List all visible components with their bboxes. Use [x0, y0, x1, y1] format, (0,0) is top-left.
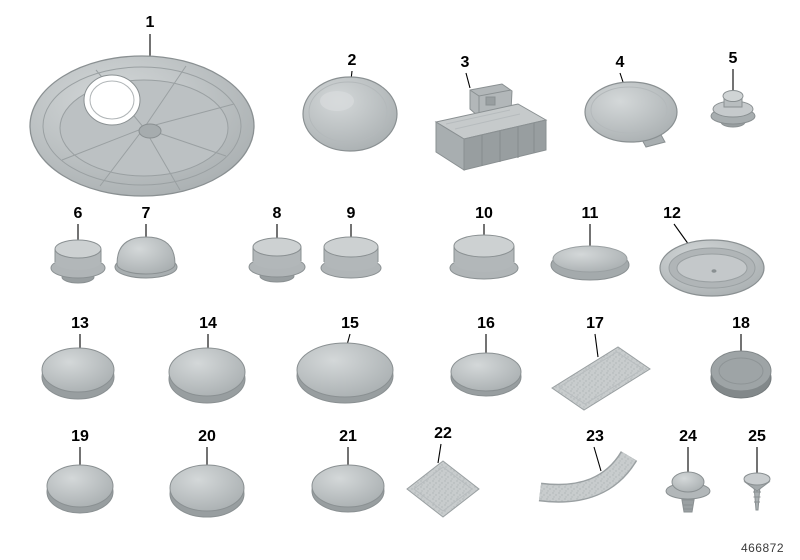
part-callout-5[interactable]: 5	[728, 50, 738, 67]
part-14-graphic[interactable]	[168, 347, 246, 404]
part-callout-14[interactable]: 14	[199, 315, 217, 332]
doc-number: 466872	[740, 541, 784, 555]
part-callout-25[interactable]: 25	[748, 428, 766, 445]
part-21-graphic[interactable]	[311, 464, 385, 513]
part-callout-10[interactable]: 10	[475, 205, 493, 222]
part-20-graphic[interactable]	[169, 464, 245, 518]
part-callout-11[interactable]: 11	[581, 205, 599, 222]
part-callout-16[interactable]: 16	[477, 315, 495, 332]
part-19-graphic[interactable]	[46, 464, 114, 514]
part-callout-23[interactable]: 23	[586, 428, 604, 445]
part-8-graphic[interactable]	[248, 237, 306, 283]
part-callout-1[interactable]: 1	[145, 14, 155, 31]
part-1-graphic[interactable]	[29, 55, 255, 197]
leader-line-3	[465, 72, 471, 89]
part-9-graphic[interactable]	[320, 236, 382, 279]
part-callout-7[interactable]: 7	[141, 205, 151, 222]
part-13-graphic[interactable]	[41, 347, 115, 400]
part-callout-15[interactable]: 15	[341, 315, 359, 332]
part-callout-2[interactable]: 2	[347, 52, 357, 69]
leader-line-23	[593, 446, 602, 472]
part-15-graphic[interactable]	[296, 342, 394, 404]
part-25-graphic[interactable]	[743, 472, 771, 511]
part-callout-21[interactable]: 21	[339, 428, 357, 445]
leader-line-22	[437, 443, 442, 464]
part-23-graphic[interactable]	[538, 450, 638, 503]
part-callout-17[interactable]: 17	[586, 315, 604, 332]
part-callout-18[interactable]: 18	[732, 315, 750, 332]
part-4-graphic[interactable]	[584, 81, 678, 148]
part-callout-24[interactable]: 24	[679, 428, 697, 445]
part-24-graphic[interactable]	[665, 471, 711, 513]
part-callout-13[interactable]: 13	[71, 315, 89, 332]
leader-line-17	[594, 333, 599, 358]
part-5-graphic[interactable]	[710, 90, 756, 128]
part-2-graphic[interactable]	[302, 76, 398, 152]
part-3-graphic[interactable]	[434, 83, 548, 171]
part-callout-4[interactable]: 4	[615, 54, 625, 71]
part-callout-22[interactable]: 22	[434, 425, 452, 442]
part-callout-19[interactable]: 19	[71, 428, 89, 445]
part-11-graphic[interactable]	[550, 245, 630, 281]
part-callout-9[interactable]: 9	[346, 205, 356, 222]
part-18-graphic[interactable]	[710, 350, 772, 399]
part-22-graphic[interactable]	[406, 460, 480, 518]
part-6-graphic[interactable]	[50, 239, 106, 284]
part-callout-20[interactable]: 20	[198, 428, 216, 445]
leader-line-12	[673, 223, 690, 246]
part-callout-6[interactable]: 6	[73, 205, 83, 222]
part-17-graphic[interactable]	[551, 346, 651, 411]
part-callout-12[interactable]: 12	[663, 205, 681, 222]
part-7-graphic[interactable]	[114, 236, 178, 279]
part-16-graphic[interactable]	[450, 352, 522, 397]
part-callout-8[interactable]: 8	[272, 205, 282, 222]
part-12-graphic[interactable]	[659, 239, 765, 297]
part-10-graphic[interactable]	[449, 234, 519, 280]
part-callout-3[interactable]: 3	[460, 54, 470, 71]
